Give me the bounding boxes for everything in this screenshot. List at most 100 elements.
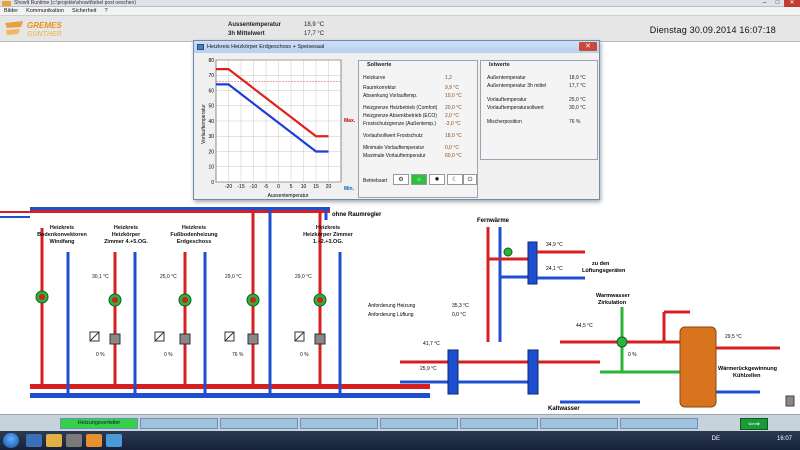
hot-water-tank — [679, 326, 717, 408]
nav-tab-8[interactable] — [620, 418, 698, 429]
ww-label-2: Zirkulation — [598, 300, 627, 306]
circuit-3-title-line2: Fußbodenheizung — [170, 232, 217, 238]
anf-heizung-label: Anforderung Heizung — [368, 303, 415, 309]
mode-comfort-button[interactable]: ☼ — [411, 174, 427, 185]
waermerueck-label-2: Kühlzellen — [733, 373, 761, 379]
dialog-close-button[interactable]: ✕ — [579, 42, 597, 51]
maximize-button[interactable]: □ — [775, 0, 780, 6]
circuit-2-temp: 30,1 °C — [92, 274, 109, 280]
sollwert-label: Raumkorrektur — [363, 85, 397, 91]
chart-ytick-label: 10 — [208, 165, 214, 171]
menu-item-kommunikation[interactable]: Kommunikation — [26, 8, 64, 14]
circuit-3-title-line3: Erdgeschoss — [177, 239, 212, 245]
istwert-value: 30,0 °C — [569, 105, 586, 111]
valve-controls[interactable] — [89, 331, 305, 342]
nav-tab-heizungsverteiler[interactable]: Heizungsverteiler — [60, 418, 138, 429]
anf-heizung-value: 35,3 °C — [452, 303, 469, 309]
logo-text-bottom: GÜNTHER — [27, 29, 62, 38]
mode-auto-button[interactable]: ⚙ — [393, 174, 409, 185]
taskbar-language[interactable]: DE — [711, 436, 720, 442]
ohne-raumregler-label: ohne Raumregler — [332, 212, 382, 218]
nav-tab-3[interactable] — [220, 418, 298, 429]
side-scroll-icon[interactable] — [785, 395, 795, 407]
circuit-2-title-line2: Heizkörper — [112, 232, 141, 238]
sollwert-value[interactable]: -3,0 °C — [445, 121, 461, 127]
taskbar-folder-icon[interactable] — [46, 434, 62, 447]
istwert-value: 25,0 °C — [569, 97, 586, 103]
pump-group-2[interactable] — [108, 293, 122, 345]
taskbar-ie-icon[interactable] — [26, 434, 42, 447]
chart-series-line-0 — [216, 68, 329, 138]
sollwert-value[interactable]: 1,2 — [445, 75, 452, 81]
main-hot-header — [30, 384, 430, 389]
circuit-3-temp: 25,0 °C — [160, 274, 177, 280]
pump-group-5[interactable] — [313, 293, 327, 345]
istwert-label: Vorlauftemperatursollwert — [487, 105, 544, 111]
istwert-label: Vorlauftemperatur — [487, 97, 527, 103]
close-button[interactable]: ✕ — [784, 0, 800, 7]
pump-group-1[interactable] — [35, 290, 49, 304]
start-button-icon[interactable] — [3, 433, 19, 448]
hx-temp-2: 25,9 °C — [420, 366, 437, 372]
sollwert-label: Frostschutzgrenze (Außentemp.) — [363, 121, 437, 127]
tank-temp: 29,5 °C — [725, 334, 742, 340]
taskbar-app2-icon[interactable] — [106, 434, 122, 447]
circuit-5-temp: 29,0 °C — [295, 274, 312, 280]
circuit-4-pct: 76 % — [232, 352, 244, 358]
distributor-hot-top — [30, 210, 330, 213]
menu-item-help[interactable]: ? — [104, 8, 108, 14]
sollwert-value[interactable]: 20,0 °C — [445, 105, 462, 111]
chart-ytick-label: 20 — [208, 149, 214, 155]
os-taskbar: DE 16:07 — [0, 431, 800, 450]
fw-temp-1: 34,9 °C — [546, 242, 563, 248]
fw-temp-2: 24,1 °C — [546, 266, 563, 272]
sollwert-value[interactable]: 18,0 °C — [445, 133, 462, 139]
chart-xlabel: Aussentemperatur — [268, 193, 309, 199]
main-cold-header — [30, 393, 430, 398]
menu-item-bilder[interactable]: Bilder — [4, 8, 19, 14]
pump-group-3[interactable] — [178, 293, 192, 345]
minimize-button[interactable]: – — [762, 0, 767, 6]
istwert-value: 18,9 °C — [569, 75, 586, 81]
ww-label-1: Warmwasser — [596, 293, 631, 299]
mode-off-button[interactable]: ⏻ — [463, 174, 477, 185]
istwert-value: 17,7 °C — [569, 83, 586, 89]
taskbar-app-icon[interactable] — [66, 434, 82, 447]
menu-item-sicherheit[interactable]: Sicherheit — [71, 8, 97, 14]
chart-ytick-label: 40 — [208, 119, 214, 125]
mode-sun-button[interactable]: ✹ — [429, 174, 445, 185]
sollwert-value[interactable]: 0,0 °C — [445, 145, 459, 151]
sollwert-value[interactable]: 2,0 °C — [445, 113, 459, 119]
nav-tab-2[interactable] — [140, 418, 218, 429]
sollwert-value[interactable]: 10,0 °C — [445, 93, 462, 99]
nav-tab-5[interactable] — [380, 418, 458, 429]
pump-ww[interactable] — [616, 336, 628, 348]
taskbar-clock[interactable]: 16:07 — [776, 436, 792, 442]
pump-fw[interactable] — [503, 247, 513, 257]
sollwert-value[interactable]: 9,9 °C — [445, 85, 459, 91]
circuit-3-title-line1: Heizkreis — [182, 225, 206, 231]
heating-schematic: Heizkreis Bodenkonvektoren Windfang Heiz… — [0, 207, 795, 412]
sollwert-value[interactable]: 60,0 °C — [445, 153, 462, 159]
outside-temp-value: 18,9 °C — [304, 22, 325, 28]
sollwert-label: Maximale Vorlauftemperatur — [363, 153, 426, 159]
nav-tab-6[interactable] — [460, 418, 538, 429]
avg3h-value: 17,7 °C — [304, 31, 325, 37]
window-title: ShowIt Runtime (c:\projekte\showit\tebel… — [14, 0, 137, 6]
ww-temp: 44,5 °C — [576, 323, 593, 329]
nav-tab-7[interactable] — [540, 418, 618, 429]
taskbar-showit-icon[interactable] — [86, 434, 102, 447]
pump-group-4[interactable] — [246, 293, 260, 345]
chart-ytick-label: 80 — [208, 58, 214, 64]
circuit-3-pct: 0 % — [164, 352, 173, 358]
nav-tab-4[interactable] — [300, 418, 378, 429]
circuit-5-title-line3: 1.+2.+3.OG. — [313, 239, 344, 245]
exit-button[interactable]: ⇦⇒ — [740, 418, 768, 430]
lueftung-label-2: Lüftungsgeräten — [582, 268, 626, 274]
mode-eco-button[interactable]: ☾ — [447, 174, 463, 185]
heat-exchanger-ww — [527, 349, 539, 395]
istwert-label: Mischerposition — [487, 119, 522, 125]
heat-exchanger-ventilation — [527, 241, 538, 285]
